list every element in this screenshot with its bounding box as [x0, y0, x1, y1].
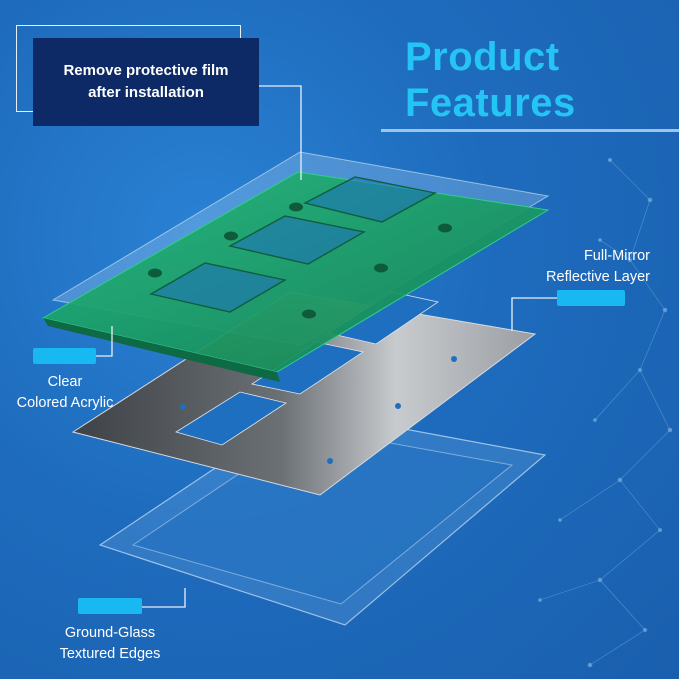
- ground-label-line-2: Textured Edges: [59, 646, 161, 662]
- ground-label-line-1: Ground-Glass: [64, 625, 156, 641]
- notice-line-1: Remove protective film: [63, 62, 229, 79]
- clear-label-line-1: Clear: [47, 374, 83, 390]
- network-constellation-icon: [538, 157, 673, 668]
- mirror-layer-label: Full-Mirror Reflective Layer: [520, 246, 650, 288]
- clear-label-line-2: Colored Acrylic: [16, 395, 114, 411]
- mirror-label-line-2: Reflective Layer: [546, 269, 650, 285]
- mirror-tag-marker: [557, 290, 625, 306]
- acrylic-layer: [41, 171, 550, 382]
- title-line-2: Features: [405, 81, 576, 125]
- clear-tag-marker: [33, 348, 96, 364]
- ground-glass-label: Ground-Glass Textured Edges: [40, 623, 180, 665]
- notice-line-2: after installation: [88, 84, 204, 101]
- title-divider: [381, 129, 679, 132]
- mirror-label-line-1: Full-Mirror: [583, 248, 650, 264]
- ground-tag-marker: [78, 598, 142, 614]
- clear-acrylic-label: Clear Colored Acrylic: [10, 372, 120, 414]
- title-line-1: Product: [405, 35, 560, 79]
- notice-box: Remove protective film after installatio…: [33, 38, 259, 126]
- product-features-title: Product Features: [405, 34, 576, 126]
